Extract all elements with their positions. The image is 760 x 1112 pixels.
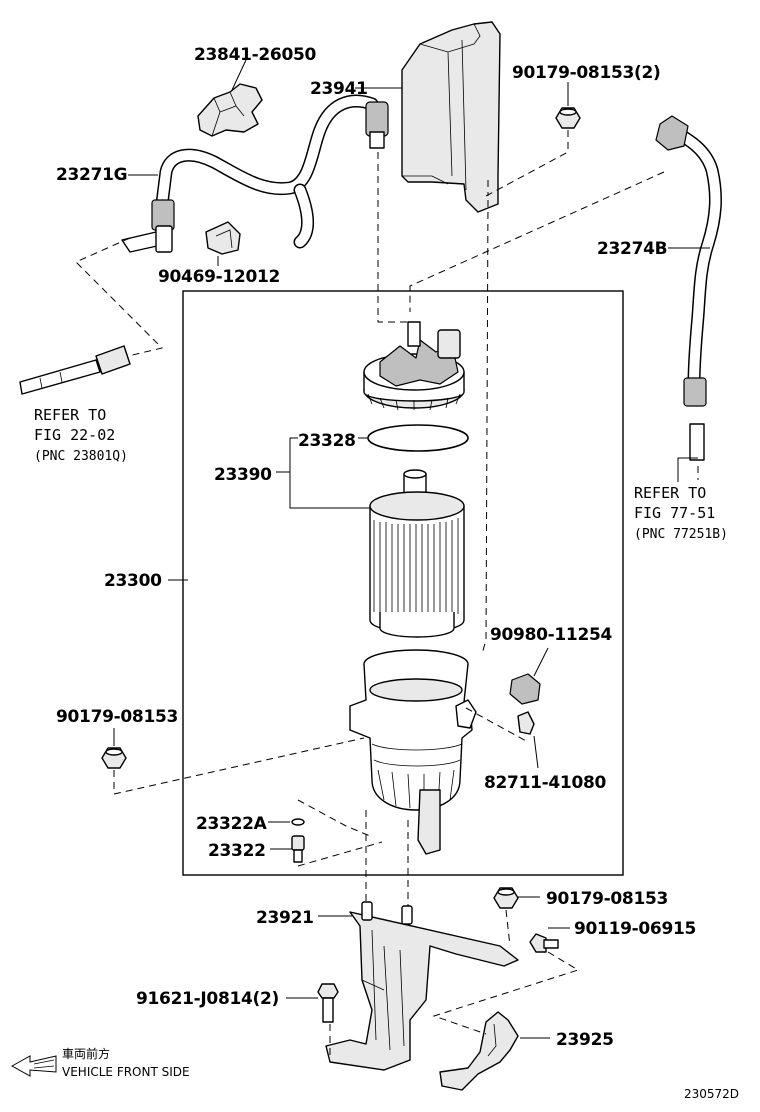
hose-23271g[interactable] <box>121 94 389 253</box>
label-90980-11254: 90980-11254 <box>490 625 613 645</box>
nut-90179-top[interactable] <box>555 107 581 129</box>
direction-label-en: VEHICLE FRONT SIDE <box>62 1065 190 1079</box>
label-23322: 23322 <box>208 841 266 861</box>
label-23328: 23328 <box>298 431 356 451</box>
label-23300: 23300 <box>104 571 162 591</box>
label-90179-08153-2: 90179-08153(2) <box>512 63 661 83</box>
label-90179-08153-left: 90179-08153 <box>56 707 178 727</box>
label-23941: 23941 <box>310 79 368 99</box>
cover-23941[interactable] <box>401 21 501 213</box>
nut-90179-left[interactable] <box>101 747 127 769</box>
front-direction-arrow <box>10 1055 57 1077</box>
label-90119-06915: 90119-06915 <box>574 919 696 939</box>
filter-case[interactable] <box>349 649 477 855</box>
drain-plug-23322[interactable] <box>291 835 305 863</box>
diagram-id: 230572D <box>684 1087 739 1101</box>
bolt-90119[interactable] <box>529 933 559 953</box>
refer-right-line1: REFER TO <box>634 484 706 502</box>
refer-left-line1: REFER TO <box>34 406 106 424</box>
label-23841-26050: 23841-26050 <box>194 45 317 65</box>
filter-element-23390[interactable] <box>369 469 465 638</box>
connector-90980[interactable] <box>509 673 541 705</box>
direction-label-jp: 車両前方 <box>62 1046 110 1061</box>
clip-90469[interactable] <box>205 221 241 255</box>
hose-23274b[interactable] <box>655 115 722 461</box>
label-23322a: 23322A <box>196 814 268 834</box>
label-90469-12012: 90469-12012 <box>158 267 280 287</box>
refer-right-line2: FIG 77-51 <box>634 504 715 522</box>
bracket-23921[interactable] <box>325 901 519 1071</box>
bracket-23841[interactable] <box>197 83 263 137</box>
refer-right-line3: (PNC 77251B) <box>634 527 728 542</box>
reference-lines <box>75 130 699 1060</box>
bracket-23925[interactable] <box>439 1011 519 1091</box>
label-23925: 23925 <box>556 1030 614 1050</box>
nut-90179-bottom[interactable] <box>493 887 519 909</box>
refer-left-line3: (PNC 23801Q) <box>34 449 128 464</box>
label-23390: 23390 <box>214 465 272 485</box>
label-23271g: 23271G <box>56 165 127 185</box>
assembly-frame-23300 <box>182 290 624 876</box>
filter-cap[interactable] <box>363 321 465 411</box>
label-91621-j0814-2: 91621-J0814(2) <box>136 989 279 1009</box>
sensor-82711[interactable] <box>517 711 535 735</box>
refer-left-line2: FIG 22-02 <box>34 426 115 444</box>
o-ring-23322a[interactable] <box>291 818 305 826</box>
o-ring-23328[interactable] <box>367 424 469 452</box>
label-90179-08153-bottom: 90179-08153 <box>546 889 668 909</box>
label-23921: 23921 <box>256 908 314 928</box>
bolt-91621[interactable] <box>317 983 339 1023</box>
label-82711-41080: 82711-41080 <box>484 773 607 793</box>
pipe-left <box>19 345 131 395</box>
label-23274b: 23274B <box>597 239 667 259</box>
